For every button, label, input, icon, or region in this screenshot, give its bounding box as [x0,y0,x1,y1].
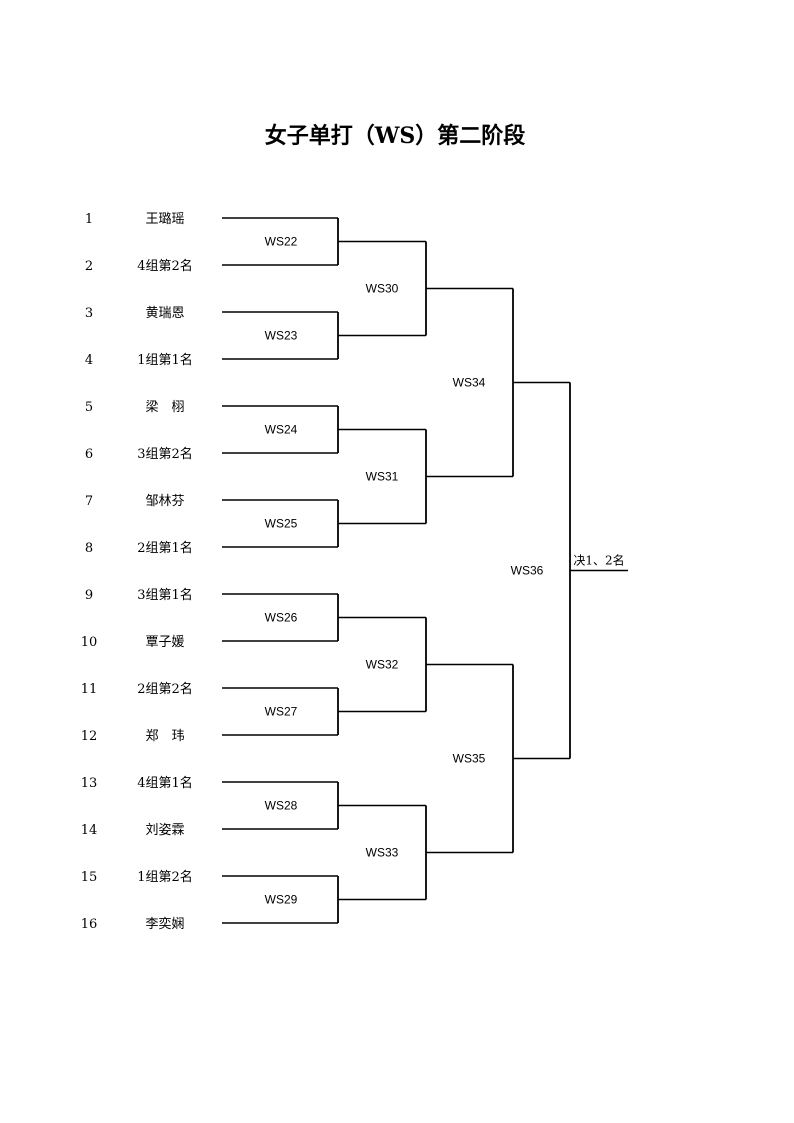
page-title: 女子单打（WS）第二阶段 [265,123,526,149]
player-name: 1组第2名 [137,869,193,885]
player-seed: 14 [81,823,98,838]
match-label: WS26 [265,611,298,625]
player-seed: 10 [81,635,98,650]
match-label: WS29 [265,893,298,907]
player-name: 1组第1名 [137,352,193,368]
player-seed: 13 [81,776,98,791]
bracket-lines [222,217,628,924]
player-name: 4组第2名 [137,258,193,274]
match-label: WS32 [366,658,399,672]
player-name: 3组第1名 [137,587,193,603]
match-label: WS30 [366,282,399,296]
match-label: WS31 [366,470,399,484]
match-label: WS34 [453,376,486,390]
player-seed: 7 [85,494,93,509]
player-name: 3组第2名 [137,446,193,462]
player-seed: 12 [81,729,98,744]
player-name: 梁 栩 [145,400,184,415]
player-name: 2组第1名 [137,540,193,556]
match-label: WS22 [265,235,298,249]
player-seed: 11 [81,682,98,697]
player-seed: 15 [81,870,98,885]
match-label: WS25 [265,517,298,531]
player-name: 王璐瑶 [145,212,184,227]
match-label: WS28 [265,799,298,813]
player-name: 邹林芬 [145,493,184,509]
player-seed: 6 [85,447,93,462]
player-seed: 3 [85,306,93,321]
player-seed: 1 [85,212,93,227]
player-name: 4组第1名 [137,775,193,791]
match-label: WS27 [265,705,298,719]
player-name: 李奕娴 [145,916,184,932]
match-label: WS35 [453,752,486,766]
player-seed: 16 [81,917,98,932]
player-seed: 8 [85,541,93,556]
player-seed: 9 [85,588,93,603]
player-name: 覃子媛 [145,635,184,650]
match-label: WS23 [265,329,298,343]
bracket-labels: 1 王璐瑶 2 4组第2名 3 黄瑞恩 4 1组第1名 5 梁 栩 6 3组第2名 7 邹林芬 8 2组第1名… [81,212,625,932]
player-name: 郑 玮 [145,729,184,744]
player-name: 刘姿霖 [145,822,184,838]
player-seed: 4 [85,353,93,368]
match-label: WS33 [366,846,399,860]
final-label: 决1、2名 [573,553,624,568]
player-seed: 5 [85,400,93,415]
match-label: WS24 [265,423,298,437]
player-seed: 2 [85,259,93,274]
match-label: WS36 [511,564,544,578]
player-name: 黄瑞恩 [145,306,184,321]
player-name: 2组第2名 [137,681,193,697]
